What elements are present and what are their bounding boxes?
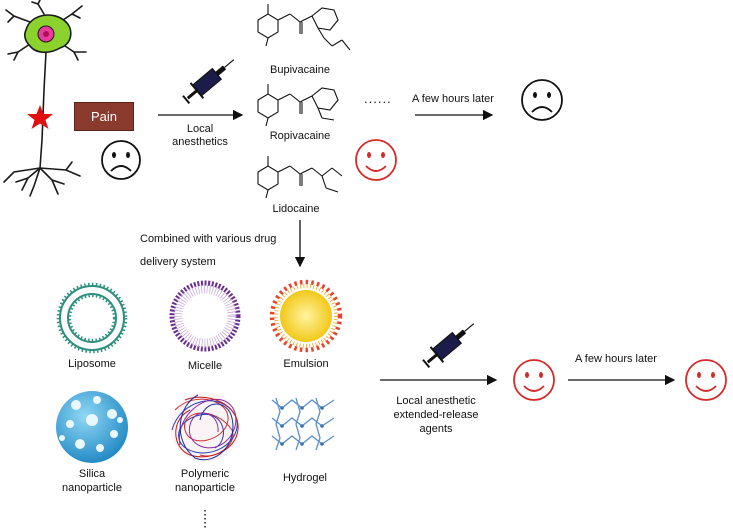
syringe-icon bbox=[422, 323, 475, 369]
pain-star-icon bbox=[27, 105, 53, 129]
local-anesthetics-line2: anesthetics bbox=[172, 136, 228, 148]
smile-face-icon bbox=[513, 359, 555, 401]
liposome-icon bbox=[56, 282, 128, 354]
silica-nanoparticle-icon bbox=[56, 391, 128, 463]
smile-face-icon bbox=[685, 359, 727, 401]
drug-lidocaine: Lidocaine bbox=[272, 203, 320, 215]
pain-label-box: Pain bbox=[74, 102, 134, 131]
combined-line2: delivery system bbox=[140, 256, 216, 268]
polymeric-nanoparticle-icon bbox=[170, 392, 240, 462]
carrier-silica-line1: Silica bbox=[78, 468, 106, 480]
drug-ropivacaine: Ropivacaine bbox=[269, 130, 331, 142]
micelle-icon bbox=[169, 280, 241, 352]
carrier-polymeric-line1: Polymeric bbox=[180, 468, 230, 480]
local-anesthetics-line1: Local bbox=[186, 123, 214, 135]
pain-label: Pain bbox=[90, 109, 118, 124]
drug-bupivacaine: Bupivacaine bbox=[270, 64, 330, 76]
combined-line1: Combined with various drug bbox=[140, 233, 277, 245]
carrier-hydrogel: Hydrogel bbox=[282, 472, 328, 484]
carrier-silica-line2: nanoparticle bbox=[62, 482, 122, 494]
sad-face-icon bbox=[101, 140, 141, 180]
ropivacaine-structure bbox=[257, 84, 339, 127]
sad-face-icon bbox=[521, 79, 563, 121]
agents-line3: agents bbox=[419, 423, 453, 435]
emulsion-icon bbox=[269, 279, 343, 353]
drug-list-ellipsis: ...... bbox=[364, 91, 392, 106]
lidocaine-structure bbox=[257, 156, 343, 199]
carrier-micelle: Micelle bbox=[187, 360, 223, 372]
neuron-icon bbox=[3, 0, 87, 197]
smile-face-icon bbox=[355, 139, 397, 181]
bupivacaine-structure bbox=[257, 4, 351, 51]
carrier-emulsion: Emulsion bbox=[283, 358, 329, 370]
hours-later-bottom: A few hours later bbox=[575, 353, 657, 365]
hydrogel-icon bbox=[271, 397, 335, 451]
agents-line2: extended-release bbox=[393, 409, 479, 421]
hours-later-top: A few hours later bbox=[412, 93, 494, 105]
syringe-icon bbox=[182, 59, 235, 105]
agents-line1: Local anesthetic bbox=[396, 395, 476, 407]
carrier-polymeric-line2: nanoparticle bbox=[175, 482, 235, 494]
carrier-liposome: Liposome bbox=[68, 358, 116, 370]
